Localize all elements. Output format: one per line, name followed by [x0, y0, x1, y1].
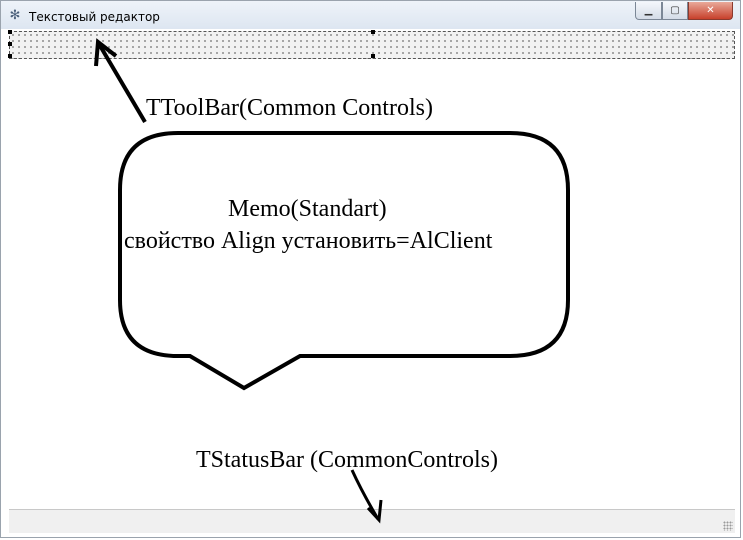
minimize-button[interactable]: ▁: [635, 2, 662, 20]
minimize-icon: ▁: [644, 5, 653, 16]
selection-handle[interactable]: [371, 30, 375, 34]
toolbar-annotation: TToolBar(Common Controls): [146, 95, 433, 121]
toolbar-arrow-head-icon: [94, 38, 118, 67]
toolbar-arrow-line: [97, 42, 147, 124]
memo-annotation-title: Memo(Standart): [228, 196, 387, 222]
window-title: Текстовый редактор: [29, 10, 160, 24]
close-icon: ✕: [706, 5, 715, 16]
selection-handle[interactable]: [8, 54, 12, 58]
close-button[interactable]: ✕: [688, 2, 733, 20]
maximize-icon: ▢: [670, 5, 680, 16]
statusbar-arrow-head-icon: [366, 499, 383, 524]
statusbar-arrow-line: [350, 469, 380, 520]
selection-handle[interactable]: [8, 30, 12, 34]
memo-annotation-note: свойство Align установить=AlClient: [124, 228, 493, 254]
toolbar-component[interactable]: [8, 30, 735, 59]
resize-grip-icon[interactable]: [723, 521, 733, 531]
title-bar[interactable]: ✻ Текстовый редактор ▁ ▢ ✕: [1, 1, 740, 29]
gear-app-icon[interactable]: ✻: [9, 8, 21, 23]
statusbar-annotation: TStatusBar (CommonControls): [196, 447, 498, 473]
maximize-button[interactable]: ▢: [662, 2, 688, 20]
speech-bubble: [118, 131, 570, 391]
selection-handle[interactable]: [8, 42, 12, 46]
selection-handle[interactable]: [371, 54, 375, 58]
